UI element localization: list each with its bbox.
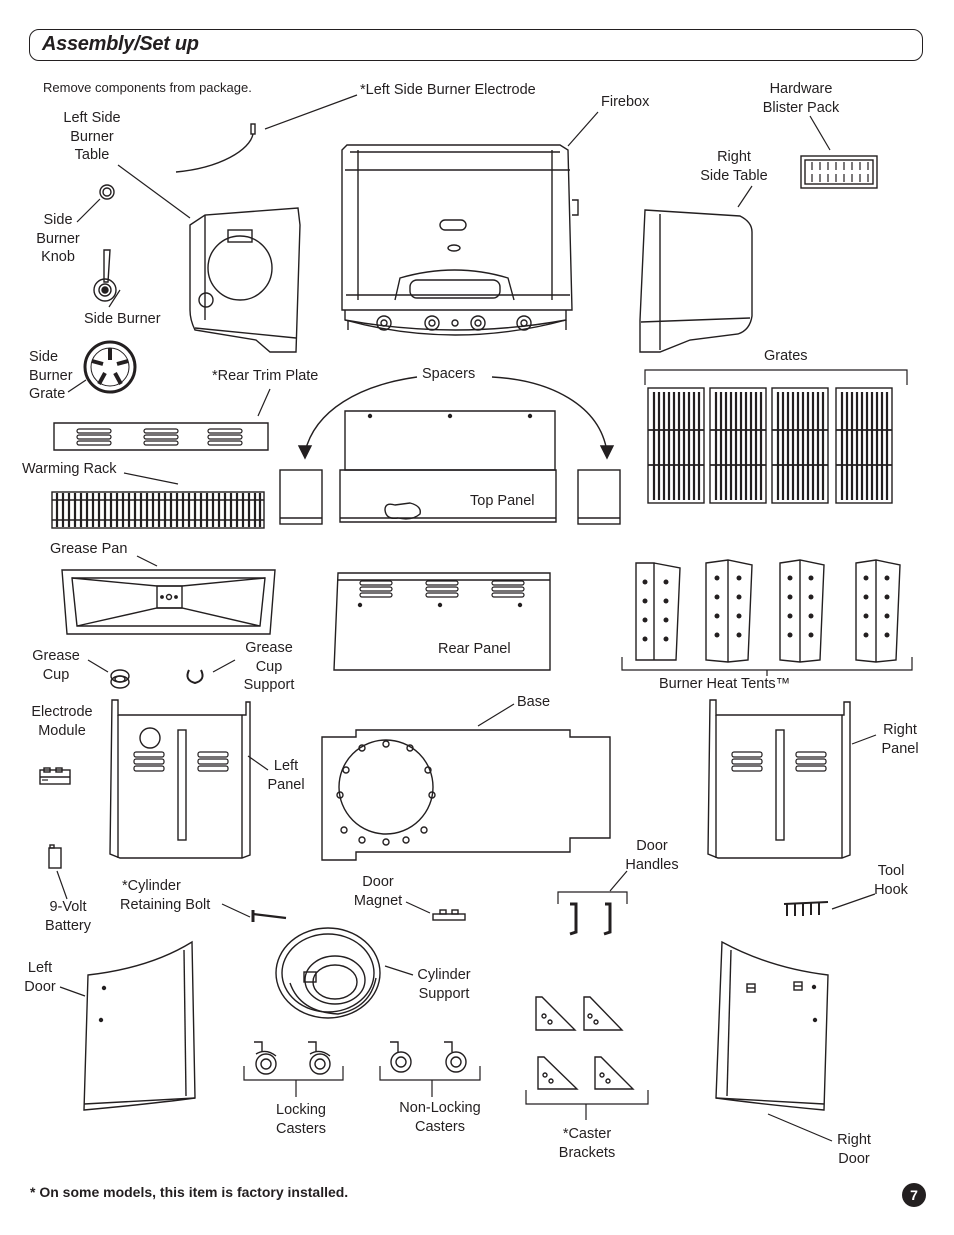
cylinder-retaining-bolt-drawing [251,910,287,922]
label-warming-rack: Warming Rack [22,461,117,477]
nine-volt-battery-drawing [48,844,62,869]
rear-panel-drawing [333,572,551,671]
spacers-drawing [279,469,621,525]
label-base: Base [517,694,551,710]
door-magnet-drawing [432,909,466,921]
caster-brackets-drawing [535,996,635,1090]
label-spacers: Spacers [422,366,476,382]
grease-cup-support-drawing [186,669,204,685]
label-burner-heat-tents: Burner Heat Tents™ [659,676,791,692]
label-left-side-burner-electrode: *Left Side Burner Electrode [360,82,536,98]
label-rear-panel: Rear Panel [438,641,511,657]
page-title: Assembly/Set up [42,33,199,55]
grates-drawing [647,387,893,504]
leader-lines [42,94,877,1142]
tool-hook-drawing [783,901,829,916]
door-handles-drawing [569,902,612,936]
label-top-panel: Top Panel [470,493,535,509]
label-firebox: Firebox [601,94,650,110]
firebox-drawing [341,144,579,336]
label-side-burner: Side Burner [84,311,161,327]
label-grates: Grates [764,348,808,364]
cylinder-support-drawing [275,927,381,1019]
left-side-burner-table-drawing [189,207,301,353]
right-panel-drawing [707,699,851,859]
spacer-arrows [297,376,615,460]
right-door-drawing [715,940,829,1111]
bracket-lines [243,369,913,1120]
top-panel-drawing [339,410,557,523]
label-grease-pan: Grease Pan [50,541,128,557]
side-burner-drawing [93,249,117,302]
left-side-burner-electrode-drawing [175,123,256,173]
electrode-module-drawing [39,767,71,785]
side-burner-grate-drawing [83,340,137,394]
hardware-blister-pack-drawing [800,155,878,189]
locking-casters-drawing [254,1041,331,1075]
label-rear-trim-plate: *Rear Trim Plate [212,368,319,384]
left-panel-drawing [109,699,251,859]
burner-heat-tents-drawing [635,559,901,663]
section-title-box: Assembly/Set up [29,29,923,61]
base-drawing [321,729,611,861]
side-burner-knob-drawing [99,184,115,200]
grease-pan-drawing [61,569,276,635]
footnote: * On some models, this item is factory i… [30,1184,349,1200]
rear-trim-plate-drawing [53,422,269,451]
non-locking-casters-drawing [390,1041,467,1073]
intro-text: Remove components from package. [43,80,252,95]
warming-rack-drawing [51,491,265,529]
page-number: 7 [902,1183,926,1207]
left-door-drawing [83,940,196,1111]
right-side-table-drawing [639,209,753,353]
grease-cup-drawing [110,669,130,689]
